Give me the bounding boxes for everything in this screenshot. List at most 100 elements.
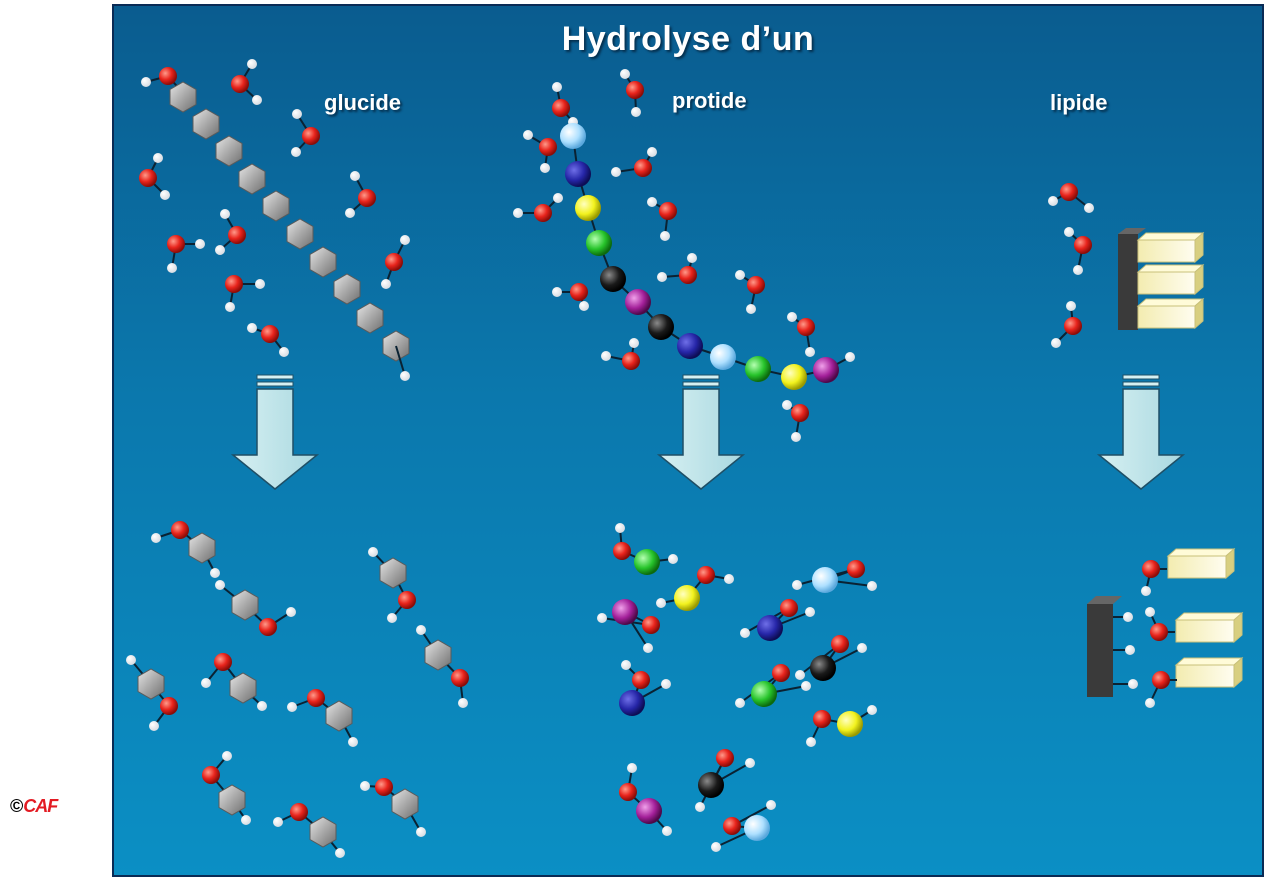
hydrogen-atom	[350, 171, 360, 181]
hydrogen-atom	[735, 270, 745, 280]
bond	[395, 345, 406, 377]
hydrogen-atom	[740, 628, 750, 638]
oxygen-atom	[679, 266, 697, 284]
oxygen-atom	[398, 591, 416, 609]
hydrogen-atom	[201, 678, 211, 688]
oxygen-atom	[716, 749, 734, 767]
sugar-unit	[333, 273, 361, 305]
hydrogen-atom	[806, 737, 816, 747]
fatty-acid-side	[1194, 231, 1204, 264]
free-sugar-unit	[188, 532, 216, 564]
oxygen-atom	[290, 803, 308, 821]
hydrogen-atom	[795, 670, 805, 680]
fatty-acid-side	[1194, 297, 1204, 330]
oxygen-atom	[1060, 183, 1078, 201]
hydrogen-atom	[615, 523, 625, 533]
oxygen-atom	[228, 226, 246, 244]
hydrogen-atom	[660, 231, 670, 241]
hydrogen-atom	[1048, 196, 1058, 206]
oxygen-atom	[723, 817, 741, 835]
oxygen-atom	[534, 204, 552, 222]
amino-acid	[812, 567, 838, 593]
hydrogen-atom	[149, 721, 159, 731]
oxygen-atom	[307, 689, 325, 707]
oxygen-atom	[160, 697, 178, 715]
hydrogen-atom	[1051, 338, 1061, 348]
oxygen-atom	[167, 235, 185, 253]
hydrogen-atom	[656, 598, 666, 608]
hydrogen-atom	[792, 580, 802, 590]
fatty-acid-top	[1136, 264, 1205, 273]
amino-acid	[612, 599, 638, 625]
hydrogen-atom	[360, 781, 370, 791]
oxygen-atom	[1142, 560, 1160, 578]
glycerol-backbone-top	[1118, 228, 1146, 234]
hydrogen-atom	[552, 287, 562, 297]
oxygen-atom	[622, 352, 640, 370]
amino-acid	[837, 711, 863, 737]
oxygen-atom	[847, 560, 865, 578]
oxygen-atom	[539, 138, 557, 156]
hydrogen-atom	[662, 826, 672, 836]
amino-acid	[634, 549, 660, 575]
hydrogen-atom	[215, 580, 225, 590]
hydrogen-atom	[621, 660, 631, 670]
sugar-unit	[286, 218, 314, 250]
hydrogen-atom	[151, 533, 161, 543]
hydrogen-atom	[1064, 227, 1074, 237]
hydrogen-atom	[601, 351, 611, 361]
oxygen-atom	[451, 669, 469, 687]
hydrogen-atom	[126, 655, 136, 665]
amino-acid	[744, 815, 770, 841]
oxygen-atom	[570, 283, 588, 301]
hydrogen-atom	[400, 235, 410, 245]
hydrogen-atom	[668, 554, 678, 564]
hydrogen-atom	[1125, 645, 1135, 655]
oxygen-atom	[552, 99, 570, 117]
free-sugar-unit	[229, 672, 257, 704]
hydrogen-atom	[215, 245, 225, 255]
label-protide: protide	[672, 88, 747, 113]
oxygen-atom	[642, 616, 660, 634]
hydrogen-atom	[291, 147, 301, 157]
oxygen-atom	[747, 276, 765, 294]
fatty-acid	[1137, 239, 1196, 263]
oxygen-atom	[159, 67, 177, 85]
hydrogen-atom	[416, 827, 426, 837]
hydrogen-atom	[857, 643, 867, 653]
free-sugar-unit	[231, 589, 259, 621]
amino-acid	[575, 195, 601, 221]
hydrogen-atom	[647, 147, 657, 157]
fatty-acid-top	[1136, 298, 1205, 307]
hydrogen-atom	[687, 253, 697, 263]
oxygen-atom	[202, 766, 220, 784]
oxygen-atom	[231, 75, 249, 93]
oxygen-atom	[632, 671, 650, 689]
hydrogen-atom	[513, 208, 523, 218]
amino-acid	[757, 615, 783, 641]
hydrogen-atom	[257, 701, 267, 711]
free-fatty-acid-side	[1233, 611, 1243, 644]
hydrogen-atom	[255, 279, 265, 289]
oxygen-atom	[797, 318, 815, 336]
free-sugar-unit	[325, 700, 353, 732]
hydrogen-atom	[597, 613, 607, 623]
sugar-unit	[309, 246, 337, 278]
oxygen-atom	[261, 325, 279, 343]
amino-acid	[781, 364, 807, 390]
hydrogen-atom	[335, 848, 345, 858]
hydrogen-atom	[611, 167, 621, 177]
hydrogen-atom	[631, 107, 641, 117]
oxygen-atom	[780, 599, 798, 617]
free-fatty-acid-side	[1225, 547, 1235, 580]
oxygen-atom	[259, 618, 277, 636]
amino-acid	[565, 161, 591, 187]
oxygen-atom	[697, 566, 715, 584]
arrow-protide-stripe	[682, 381, 720, 387]
hydrogen-atom	[801, 681, 811, 691]
hydrogen-atom	[160, 190, 170, 200]
hydrogen-atom	[523, 130, 533, 140]
sugar-unit	[238, 163, 266, 195]
brand-logo: CAF	[23, 796, 58, 816]
hydrogen-atom	[867, 705, 877, 715]
